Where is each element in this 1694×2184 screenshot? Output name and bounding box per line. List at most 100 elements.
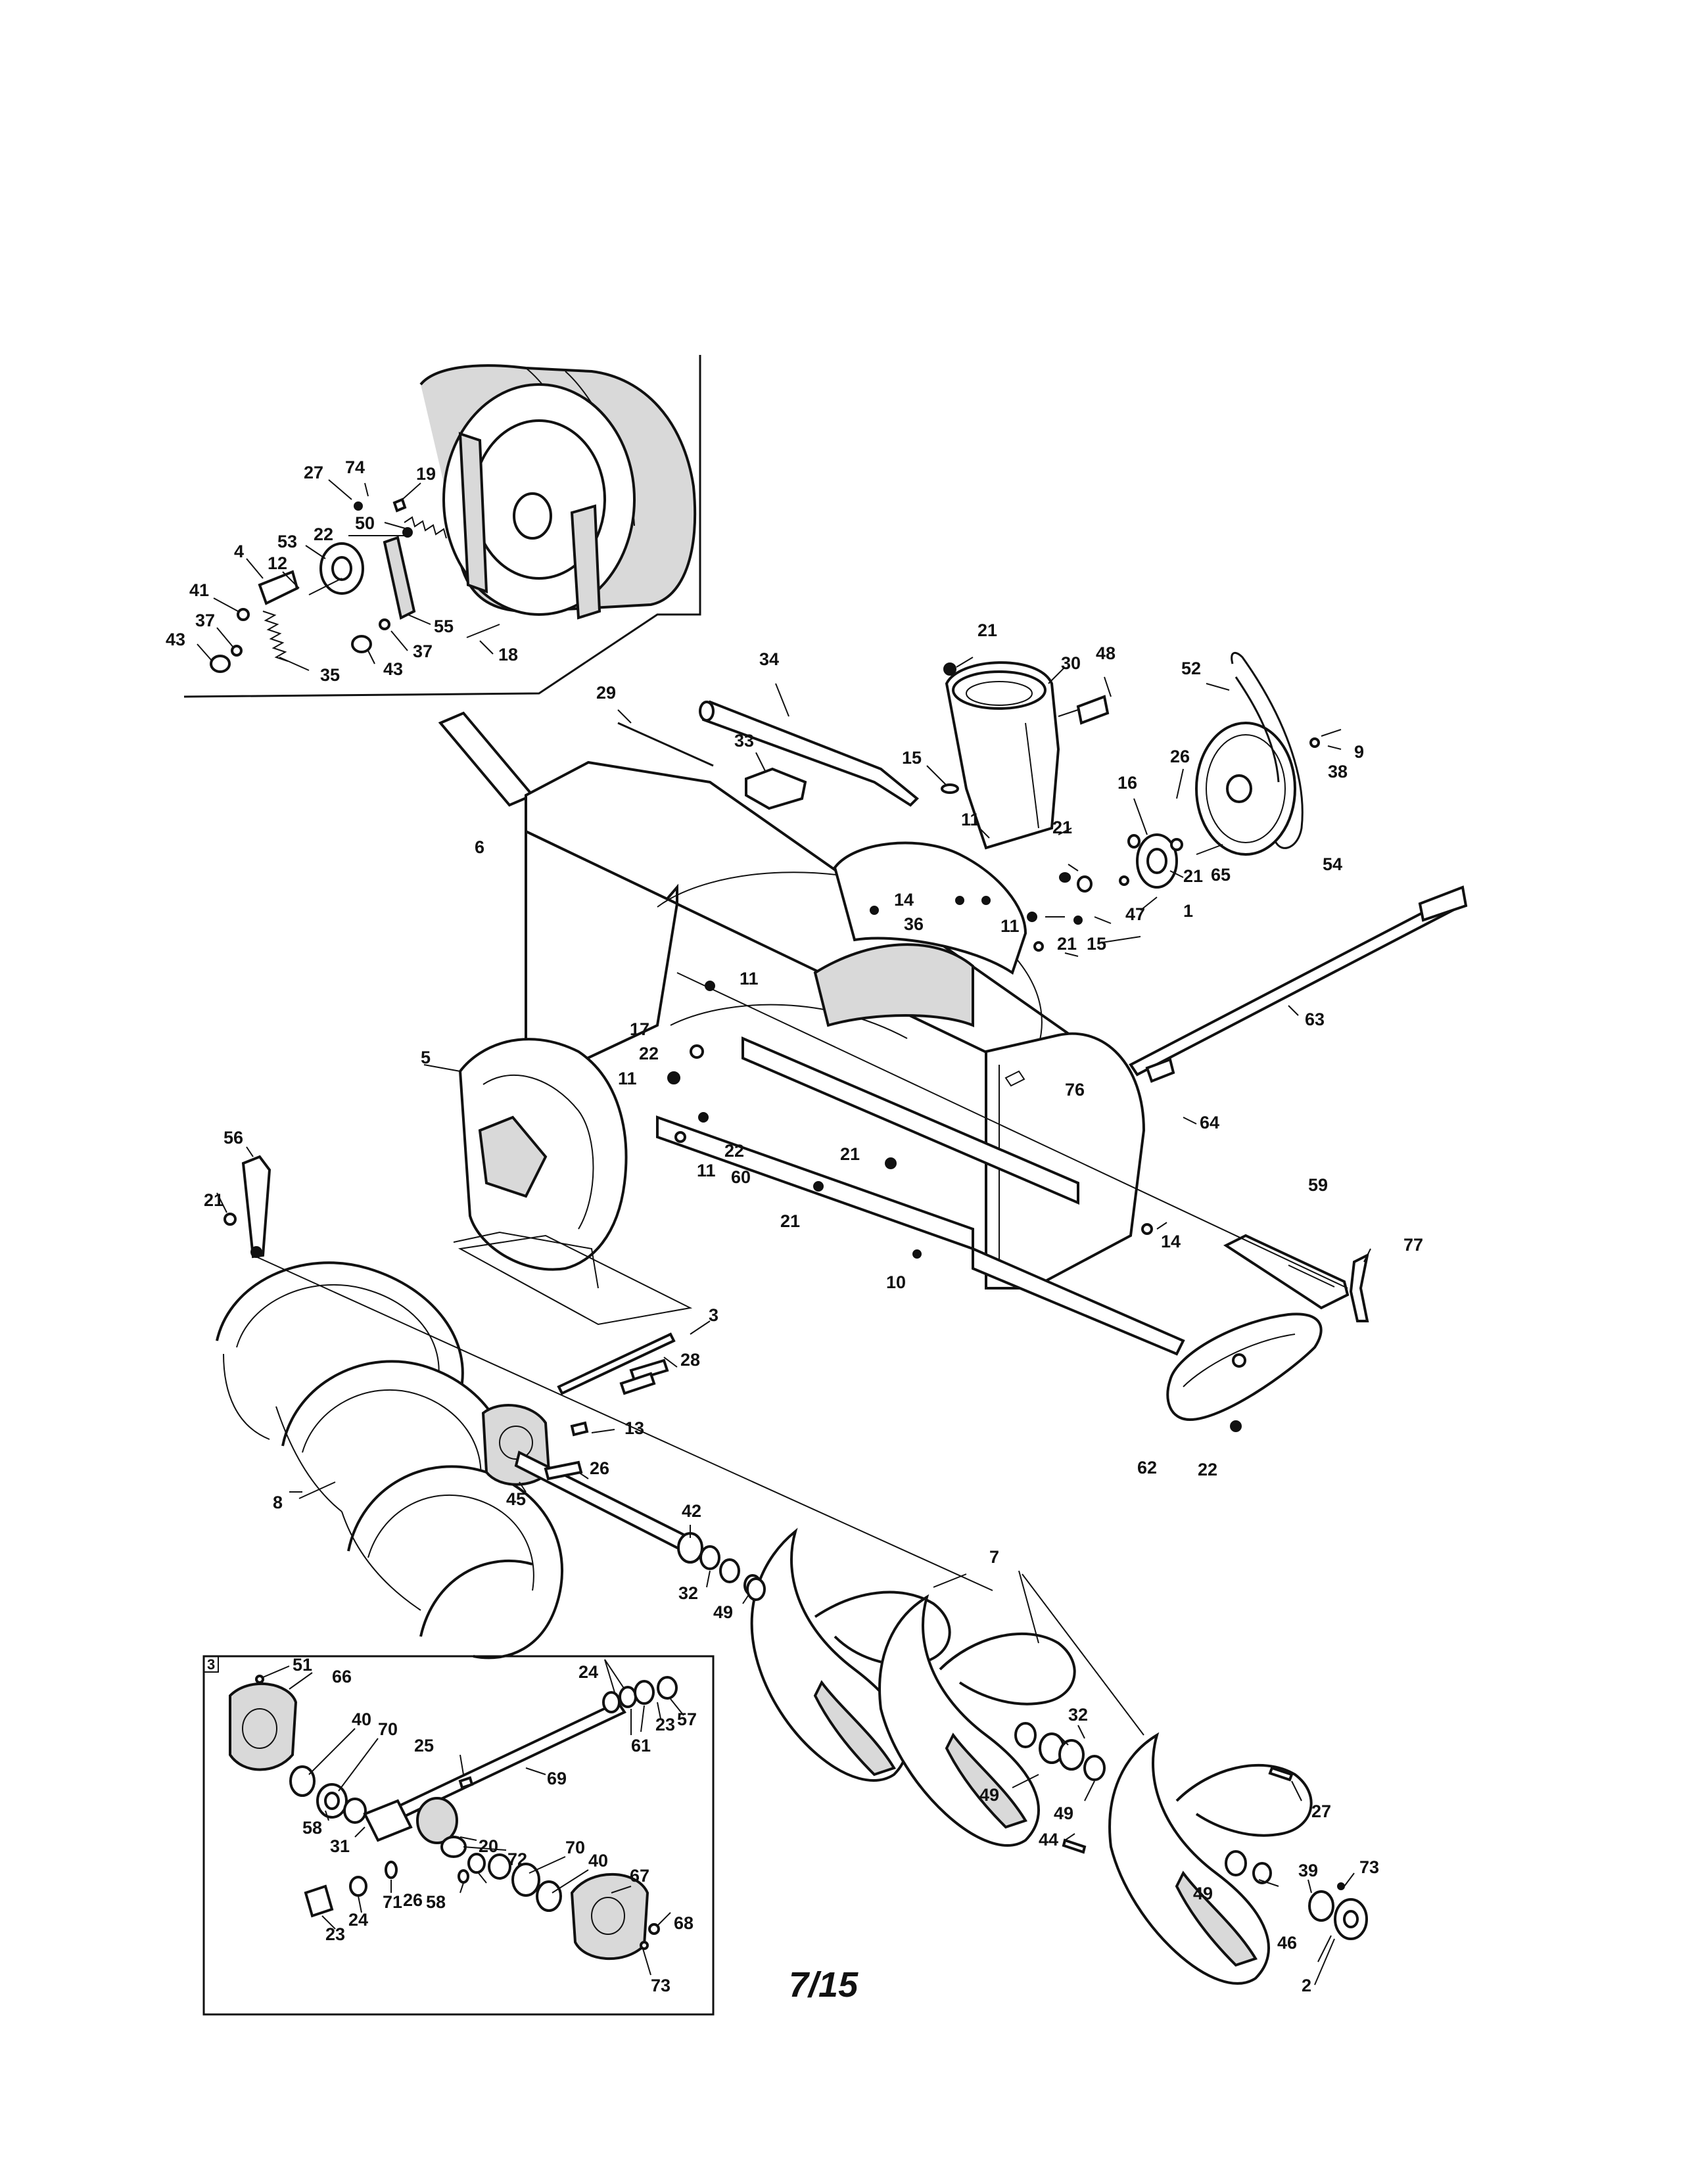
callout-label: 21 (840, 1144, 860, 1164)
callout-label: 33 (734, 731, 754, 751)
callout-label: 15 (902, 748, 922, 768)
callout-label: 62 (1137, 1458, 1157, 1477)
callout-label: 21 (1057, 934, 1077, 954)
callout-label: 10 (886, 1272, 906, 1292)
callout-label: 48 (1096, 643, 1116, 663)
callout-label: 59 (1308, 1175, 1328, 1195)
callout-label: 47 (1125, 904, 1145, 924)
callout-label: 52 (1181, 659, 1201, 678)
callout-label: 21 (977, 620, 997, 640)
callout-label: 41 (189, 580, 209, 600)
callout-label: 57 (677, 1709, 697, 1729)
callout-label: 40 (588, 1851, 608, 1870)
callout-label: 2 (1302, 1976, 1311, 1995)
callout-label: 46 (1277, 1933, 1297, 1953)
callout-label: 38 (1328, 762, 1348, 781)
callout-label: 30 (1061, 653, 1081, 673)
callout-label: 49 (1054, 1803, 1073, 1823)
callout-label: 3 (709, 1305, 718, 1325)
callout-label: 67 (630, 1866, 649, 1886)
auger-right-assembly (746, 1527, 1368, 1986)
page-number: 7/15 (789, 1965, 859, 2005)
callout-label: 54 (1323, 854, 1342, 874)
callout-label: 26 (403, 1890, 423, 1910)
callout-label: 73 (651, 1976, 671, 1995)
callout-label: 29 (596, 683, 616, 703)
callout-label: 11 (697, 1161, 716, 1180)
callout-label: 24 (578, 1662, 598, 1682)
callout-label: 56 (224, 1128, 243, 1148)
callout-label: 44 (1039, 1830, 1058, 1849)
callout-label: 69 (547, 1769, 567, 1788)
callout-label: 6 (475, 837, 484, 857)
auger-housing-assembly (438, 711, 1323, 1432)
callout-label: 25 (414, 1736, 434, 1755)
callout-label: 11 (961, 810, 980, 829)
callout-label: 12 (268, 553, 287, 573)
callout-label: 15 (1087, 934, 1106, 954)
inset-gearbox (202, 1655, 715, 2016)
callout-label: 39 (1298, 1861, 1318, 1880)
callout-label: 45 (506, 1489, 526, 1509)
callout-label: 22 (1198, 1460, 1217, 1479)
callout-label: 37 (195, 611, 215, 630)
callout-label: 42 (682, 1501, 701, 1521)
callout-label: 31 (330, 1836, 350, 1856)
callout-label: 21 (1183, 866, 1203, 886)
callout-label: 37 (413, 641, 433, 661)
auger-left-assembly (216, 972, 1348, 1660)
callout-label: 43 (166, 630, 185, 649)
callout-label: 55 (434, 616, 454, 636)
callout-label: 49 (713, 1602, 733, 1622)
callout-label: 43 (383, 659, 403, 679)
callout-label: 4 (234, 542, 244, 561)
callout-label: 28 (680, 1350, 700, 1370)
callout-label: 5 (421, 1048, 431, 1067)
callout-label: 34 (759, 649, 779, 669)
callout-label: 74 (345, 457, 365, 477)
callout-label: 27 (304, 463, 323, 482)
callout-label: 18 (498, 645, 518, 664)
callout-label: 77 (1403, 1235, 1423, 1255)
callout-labels: 27 74 19 50 22 53 4 12 41 37 43 35 55 37… (166, 457, 1423, 2005)
callout-label: 66 (332, 1667, 352, 1686)
chute-pulley-assembly (617, 652, 1468, 1322)
callout-label: 70 (378, 1719, 398, 1739)
callout-label: 50 (355, 513, 375, 533)
callout-label: 21 (204, 1190, 224, 1210)
callout-label: 65 (1211, 865, 1231, 885)
callout-label: 11 (1000, 916, 1020, 936)
callout-label: 9 (1354, 742, 1364, 762)
callout-label: 24 (348, 1910, 368, 1930)
callout-label: 35 (320, 665, 340, 685)
callout-label: 60 (731, 1167, 751, 1187)
callout-label: 32 (1068, 1705, 1088, 1725)
callout-label: 8 (273, 1493, 283, 1512)
callout-label: 22 (724, 1141, 744, 1161)
callout-label: 61 (631, 1736, 651, 1755)
callout-label: 14 (894, 890, 914, 910)
inset-wheel-assembly (183, 355, 701, 698)
callout-label: 21 (780, 1211, 800, 1231)
callout-label: 73 (1359, 1857, 1379, 1877)
callout-label: 32 (678, 1583, 698, 1603)
callout-label: 49 (979, 1785, 999, 1805)
callout-label: 26 (1170, 747, 1190, 766)
callout-label: 58 (426, 1892, 446, 1912)
callout-label: 22 (314, 524, 333, 544)
callout-label: 13 (624, 1418, 644, 1438)
callout-label: 51 (293, 1655, 312, 1675)
callout-label: 53 (277, 532, 297, 551)
callout-label: 11 (740, 969, 759, 988)
callout-label: 23 (325, 1924, 345, 1944)
callout-label: 1 (1183, 901, 1193, 921)
callout-label: 36 (904, 914, 924, 934)
callout-label: 63 (1305, 1010, 1325, 1029)
callout-label: 20 (479, 1836, 498, 1856)
callout-label: 58 (302, 1818, 322, 1838)
callout-label: 17 (630, 1019, 649, 1039)
callout-label: 49 (1193, 1884, 1213, 1903)
callout-label: 16 (1118, 773, 1137, 793)
callout-label: 7 (989, 1547, 999, 1567)
